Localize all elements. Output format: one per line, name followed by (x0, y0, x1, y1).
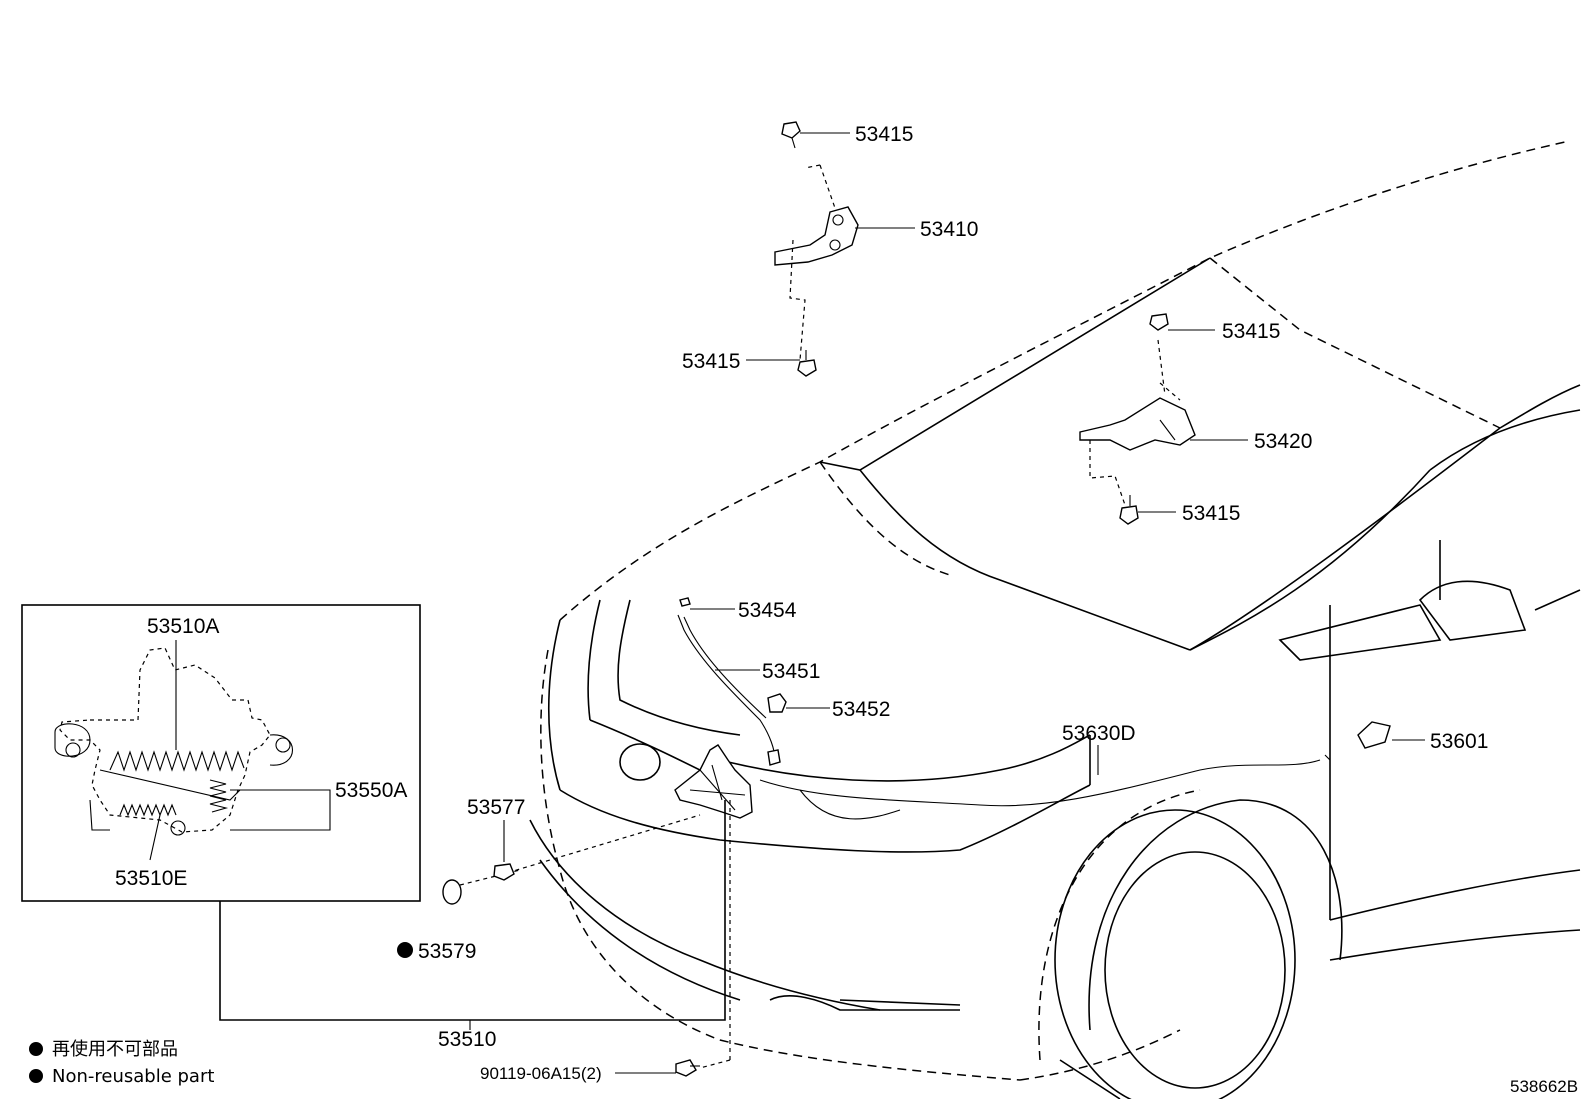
hood-hinge-right (1079, 339, 1196, 506)
hood-lock-assembly (674, 744, 753, 1069)
label-53420: 53420 (1254, 430, 1312, 453)
switch-53601 (1324, 721, 1391, 761)
bolt-53415-a (781, 121, 801, 149)
non-reusable-marker (397, 942, 413, 958)
label-53454: 53454 (738, 599, 797, 622)
diagram-code: 538662B (1510, 1077, 1578, 1096)
label-53550a: 53550A (335, 779, 407, 802)
legend-ja: 再使用不可部品 (52, 1039, 178, 1060)
label-53579: 53579 (418, 940, 476, 963)
detail-inset (21, 604, 421, 902)
bolt-90119 (675, 1059, 700, 1077)
bolt-53415-d (1119, 495, 1139, 525)
label-53577: 53577 (467, 796, 525, 819)
bolt-53415-c (1149, 313, 1169, 331)
legend: 再使用不可部品 Non-reusable part (29, 1039, 214, 1087)
part-labels: 53415 53410 53415 53415 53420 53415 5345… (115, 123, 1488, 1083)
label-53415-d: 53415 (1182, 502, 1240, 525)
label-53415-b: 53415 (682, 350, 740, 373)
label-53510a: 53510A (147, 615, 219, 638)
label-53410: 53410 (920, 218, 978, 241)
bolt-53415-b (797, 350, 817, 377)
label-53510e: 53510E (115, 867, 187, 890)
label-53630d: 53630D (1062, 722, 1136, 745)
leader-lines (219, 132, 1425, 1074)
hood-support-rod (677, 597, 781, 766)
car-body (529, 141, 1581, 1099)
legend-bullet-en (29, 1069, 43, 1083)
label-53415-c: 53415 (1222, 320, 1280, 343)
label-53415-a: 53415 (855, 123, 913, 146)
hood-hinge-left (774, 164, 859, 361)
lock-leader-cushion (499, 814, 701, 876)
label-53601: 53601 (1430, 730, 1488, 753)
rod-holder-53452 (767, 693, 787, 713)
label-53451: 53451 (762, 660, 820, 683)
cushion-53577 (493, 820, 515, 881)
label-53510: 53510 (438, 1028, 496, 1051)
plug-53579 (442, 879, 462, 905)
label-53452: 53452 (832, 698, 890, 721)
legend-en: Non-reusable part (52, 1066, 214, 1087)
label-90119: 90119-06A15(2) (480, 1064, 602, 1083)
legend-bullet-ja (29, 1042, 43, 1056)
